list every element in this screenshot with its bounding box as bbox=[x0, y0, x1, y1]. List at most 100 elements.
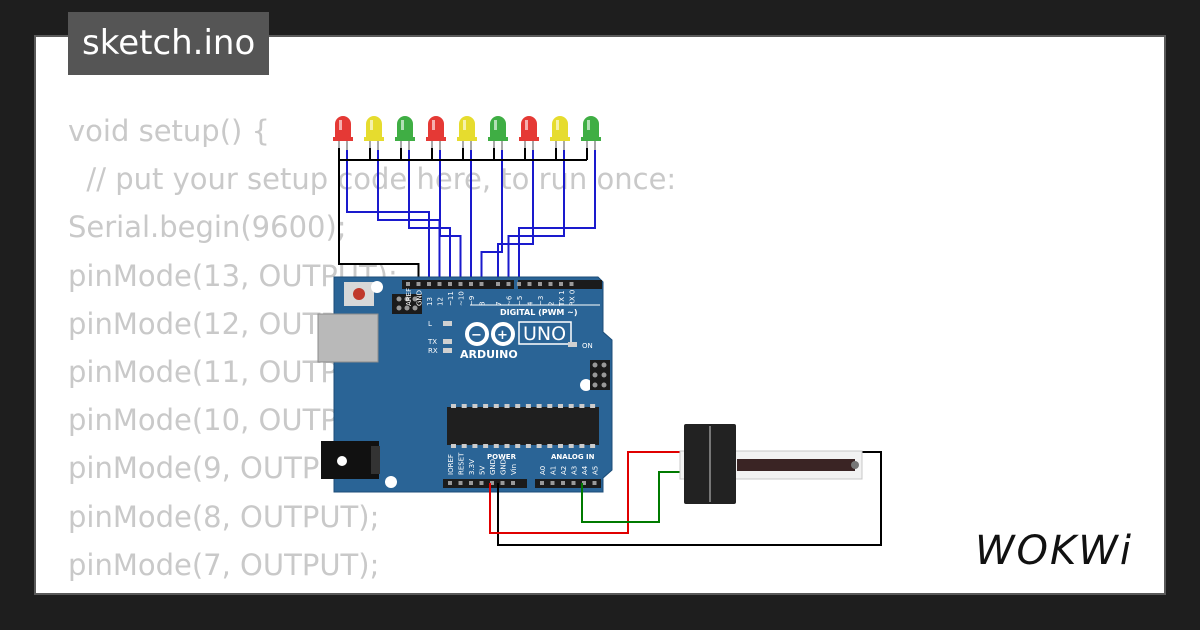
logo-minus: − bbox=[471, 328, 482, 343]
green-led[interactable] bbox=[488, 116, 508, 160]
pin-label: 12 bbox=[437, 297, 445, 306]
status-led-label: TX bbox=[427, 338, 437, 346]
status-led bbox=[443, 339, 452, 344]
yellow-led[interactable] bbox=[364, 116, 384, 160]
power-pin[interactable] bbox=[448, 481, 452, 485]
digital-header-left bbox=[402, 280, 514, 289]
green-led[interactable] bbox=[395, 116, 415, 160]
analog-pin[interactable] bbox=[540, 481, 544, 485]
pin[interactable] bbox=[569, 282, 574, 286]
wire-signal bbox=[480, 150, 503, 282]
mount-hole bbox=[337, 456, 347, 466]
power-pin[interactable] bbox=[511, 481, 515, 485]
pin[interactable] bbox=[559, 282, 563, 286]
reset-button-cap[interactable] bbox=[353, 288, 365, 300]
yellow-led[interactable] bbox=[457, 116, 477, 160]
pin[interactable] bbox=[406, 282, 410, 286]
power-pin[interactable] bbox=[469, 481, 473, 485]
power-pin-label: Vin bbox=[510, 464, 518, 475]
pin-label: 2 bbox=[548, 302, 556, 306]
pin-label: ~11 bbox=[447, 291, 455, 306]
pin-label: ~3 bbox=[537, 296, 545, 306]
wire-black-gnd bbox=[497, 451, 882, 546]
mount-hole bbox=[385, 476, 397, 488]
pin[interactable] bbox=[458, 282, 463, 286]
power-pin[interactable] bbox=[500, 481, 505, 485]
code-line: void setup() { bbox=[68, 114, 270, 148]
pot-track bbox=[737, 459, 855, 471]
analog-pin[interactable] bbox=[592, 481, 597, 485]
power-jack bbox=[321, 441, 379, 479]
analog-pin[interactable] bbox=[582, 481, 586, 485]
analog-pin[interactable] bbox=[550, 481, 555, 485]
pin[interactable] bbox=[437, 282, 442, 286]
filename-tab[interactable]: sketch.ino bbox=[68, 12, 270, 75]
pin[interactable] bbox=[469, 282, 473, 286]
code-listing: void setup() { // put your setup code he… bbox=[68, 107, 677, 593]
on-led bbox=[568, 342, 577, 347]
bottom-pins[interactable] bbox=[448, 481, 597, 485]
led-row bbox=[333, 116, 601, 160]
analog-pin-label: A5 bbox=[592, 466, 600, 475]
wire-red-5v bbox=[489, 451, 688, 534]
pin[interactable] bbox=[538, 282, 542, 286]
yellow-led[interactable] bbox=[550, 116, 570, 160]
pin[interactable] bbox=[479, 282, 484, 286]
pin-label: TX 1 bbox=[558, 290, 566, 307]
analog-pin-label: A0 bbox=[539, 466, 547, 475]
analog-pin[interactable] bbox=[561, 481, 565, 485]
status-led bbox=[443, 321, 452, 326]
slide-potentiometer[interactable] bbox=[679, 424, 863, 504]
preview-card: void setup() { // put your setup code he… bbox=[34, 35, 1166, 595]
pin[interactable] bbox=[548, 282, 553, 286]
pin-label: 8 bbox=[479, 302, 487, 306]
wokwi-logo: WOKWi bbox=[975, 528, 1133, 574]
wire-gnd-main bbox=[338, 160, 420, 282]
wire-signal bbox=[518, 150, 596, 282]
wire-signal bbox=[507, 150, 565, 282]
red-led[interactable] bbox=[426, 116, 446, 160]
pin-label: RX 0 bbox=[569, 290, 577, 306]
code-line: pinMode(8, OUTPUT); bbox=[68, 499, 380, 534]
pin[interactable] bbox=[496, 282, 500, 286]
pin-label: GND bbox=[416, 290, 424, 306]
pin[interactable] bbox=[427, 282, 431, 286]
pin[interactable] bbox=[506, 282, 511, 286]
pin-label: ~6 bbox=[506, 295, 514, 306]
code-line: // put your setup code here, to run once… bbox=[86, 162, 677, 197]
power-pin-label: RESET bbox=[458, 452, 466, 475]
power-pin[interactable] bbox=[490, 481, 494, 485]
led-wires bbox=[338, 148, 596, 282]
status-led-label: RX bbox=[428, 347, 438, 355]
power-pin[interactable] bbox=[479, 481, 484, 485]
pin-label: AREF bbox=[405, 288, 413, 306]
icsp-header-right bbox=[590, 360, 610, 390]
microcontroller-chip bbox=[447, 407, 599, 445]
analog-pin-label: A2 bbox=[560, 466, 568, 475]
pin[interactable] bbox=[448, 282, 452, 286]
board-brand: ARDUINO bbox=[460, 348, 518, 361]
digital-pins[interactable] bbox=[406, 282, 574, 286]
logo-plus: + bbox=[497, 328, 508, 343]
wire-signal bbox=[408, 150, 451, 282]
pin-label: ~5 bbox=[516, 296, 524, 306]
pin[interactable] bbox=[527, 282, 532, 286]
red-led[interactable] bbox=[333, 116, 353, 160]
pin[interactable] bbox=[517, 282, 521, 286]
analog-header bbox=[535, 479, 601, 488]
model-frame bbox=[518, 321, 572, 345]
power-jack-inner bbox=[371, 446, 380, 474]
pin[interactable] bbox=[416, 282, 421, 286]
pin-label: 7 bbox=[495, 302, 503, 306]
green-led[interactable] bbox=[581, 116, 601, 160]
analog-pin[interactable] bbox=[571, 481, 576, 485]
power-header bbox=[443, 479, 527, 488]
power-pin[interactable] bbox=[458, 481, 463, 485]
pot-screw bbox=[851, 461, 859, 469]
red-led[interactable] bbox=[519, 116, 539, 160]
pin-label: ~10 bbox=[458, 291, 466, 306]
